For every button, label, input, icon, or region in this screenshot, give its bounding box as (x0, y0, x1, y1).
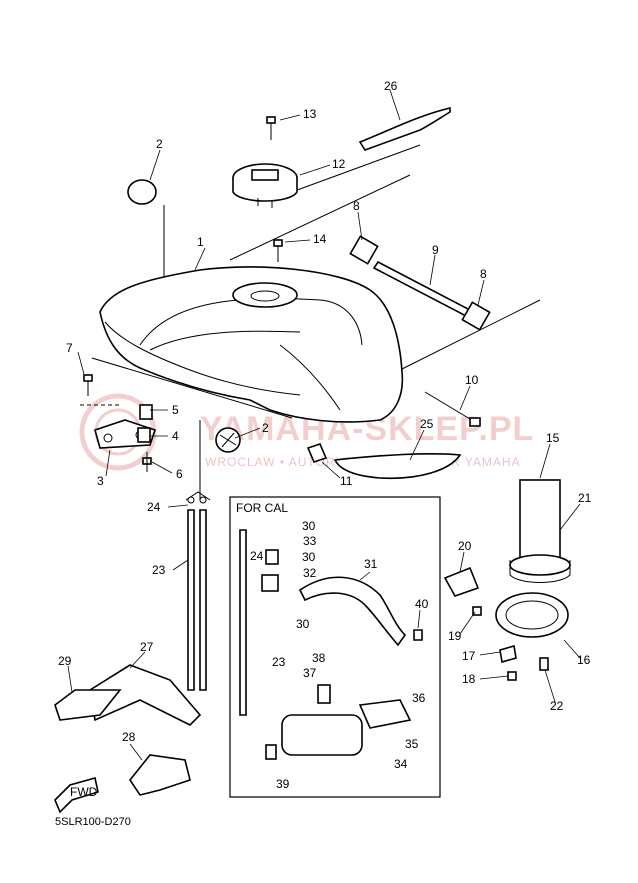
label-25: 25 (420, 417, 434, 431)
bolt-6 (142, 452, 152, 472)
label-30-c: 30 (296, 617, 310, 631)
label-37: 37 (303, 666, 317, 680)
label-14: 14 (313, 232, 327, 246)
gasket-16 (495, 592, 569, 638)
label-3: 3 (97, 474, 104, 488)
label-30-a: 30 (302, 519, 316, 533)
drain-hoses (185, 491, 211, 691)
label-13: 13 (303, 107, 317, 121)
label-2-top: 2 (156, 137, 163, 151)
clip-17 (499, 644, 517, 664)
fuel-tank (99, 266, 404, 423)
label-22: 22 (550, 699, 564, 713)
label-35: 35 (405, 737, 419, 751)
label-9: 9 (432, 243, 439, 257)
label-23-box: 23 (272, 655, 286, 669)
label-33: 33 (303, 534, 317, 548)
leader-lines (67, 89, 581, 761)
label-26: 26 (384, 79, 398, 93)
label-32: 32 (303, 566, 317, 580)
bracket-20 (443, 566, 480, 597)
label-21: 21 (578, 491, 592, 505)
label-24-left: 24 (147, 500, 161, 514)
label-8-right: 8 (480, 267, 487, 281)
label-34: 34 (394, 757, 408, 771)
label-23-left: 23 (152, 563, 166, 577)
screw-18 (507, 671, 517, 681)
cover-28 (129, 754, 191, 796)
collar-4 (137, 427, 151, 443)
emblem-discs (127, 179, 241, 453)
bolt-14 (273, 239, 283, 262)
label-10: 10 (465, 373, 479, 387)
label-40: 40 (415, 597, 429, 611)
for-cal-box: FOR CAL (229, 496, 441, 798)
label-5: 5 (172, 403, 179, 417)
label-30-b: 30 (302, 550, 316, 564)
label-7: 7 (66, 341, 73, 355)
bolt-7 (83, 374, 93, 396)
label-8-left: 8 (353, 199, 360, 213)
label-1: 1 (197, 235, 204, 249)
cover-27 (89, 664, 202, 726)
rubber-11 (306, 443, 328, 463)
label-38: 38 (312, 651, 326, 665)
label-39: 39 (276, 777, 290, 791)
label-12: 12 (332, 157, 346, 171)
clip-40 (413, 629, 423, 641)
label-36: 36 (412, 691, 426, 705)
label-2-bottom: 2 (262, 421, 269, 435)
protector-26 (358, 106, 451, 151)
fuel-pump (509, 479, 571, 583)
label-31: 31 (364, 557, 378, 571)
label-19: 19 (448, 629, 462, 643)
screw-22 (539, 657, 549, 671)
bolt-13 (266, 116, 276, 140)
label-17: 17 (462, 649, 476, 663)
bolt-10 (424, 391, 481, 427)
label-16: 16 (577, 653, 591, 667)
label-28: 28 (122, 730, 136, 744)
screw-19 (472, 606, 482, 616)
label-20: 20 (458, 539, 472, 553)
label-15: 15 (546, 431, 560, 445)
for-cal-label: FOR CAL (236, 501, 288, 515)
cover-29 (54, 689, 122, 721)
damper-5 (139, 404, 153, 420)
hose-with-dampers (349, 235, 491, 331)
cover-25 (333, 453, 462, 480)
label-27: 27 (140, 640, 154, 654)
fwd-label: FWD (70, 785, 98, 799)
label-29: 29 (58, 654, 72, 668)
fwd-arrow-icon: FWD (54, 777, 99, 814)
label-24-box: 24 (250, 549, 264, 563)
label-18: 18 (462, 672, 476, 686)
filler-cap (232, 163, 298, 208)
part-number-labels: 1 2 2 3 4 5 6 7 8 8 9 10 11 12 13 14 15 … (58, 79, 592, 791)
label-11: 11 (340, 474, 353, 488)
label-6: 6 (176, 467, 183, 481)
diagram-code: 5SLR100-D270 (55, 816, 131, 828)
label-4: 4 (172, 429, 179, 443)
